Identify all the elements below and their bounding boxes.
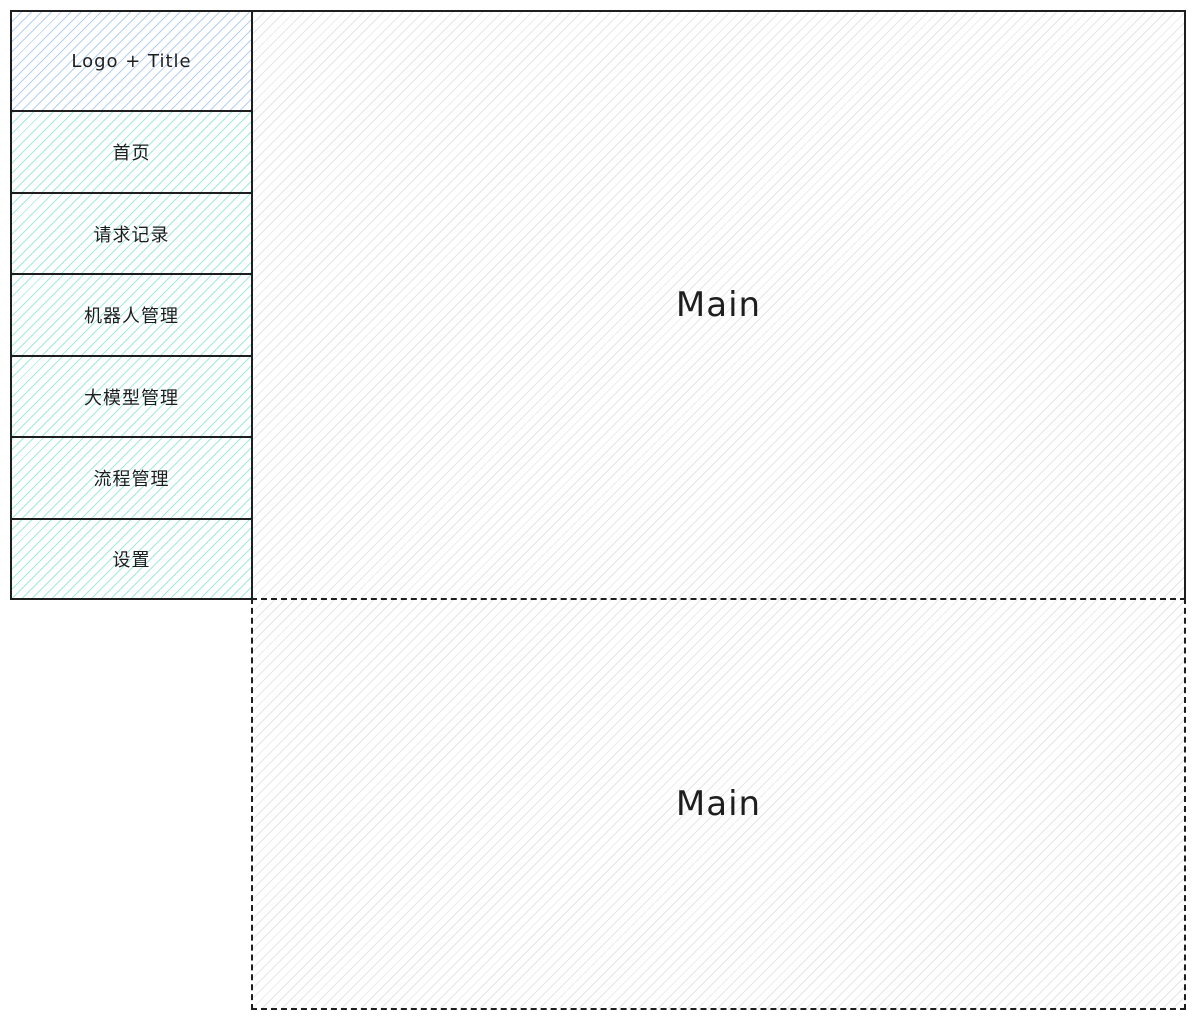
main-area-top: Main [251,10,1186,600]
sidebar-item-label: 设置 [112,550,151,571]
sidebar-item-process-management[interactable]: 流程管理 [10,436,253,520]
sidebar-item-request-records[interactable]: 请求记录 [10,192,253,275]
main-area-bottom: Main [251,598,1186,1010]
main-bottom-label: Main [675,784,762,824]
logo-title-label: Logo + Title [71,50,192,72]
sidebar-item-llm-management[interactable]: 大模型管理 [10,355,253,438]
logo-title-block: Logo + Title [10,10,253,112]
main-top-label: Main [675,285,762,325]
sidebar-item-label: 请求记录 [93,224,170,246]
sidebar-item-label: 大模型管理 [84,387,179,409]
sidebar-item-home[interactable]: 首页 [10,110,253,194]
sidebar-item-label: 机器人管理 [84,306,179,327]
sidebar-item-robot-management[interactable]: 机器人管理 [10,273,253,357]
sidebar-item-settings[interactable]: 设置 [10,518,253,600]
sidebar-item-label: 流程管理 [93,469,170,490]
sidebar-item-label: 首页 [112,143,151,164]
